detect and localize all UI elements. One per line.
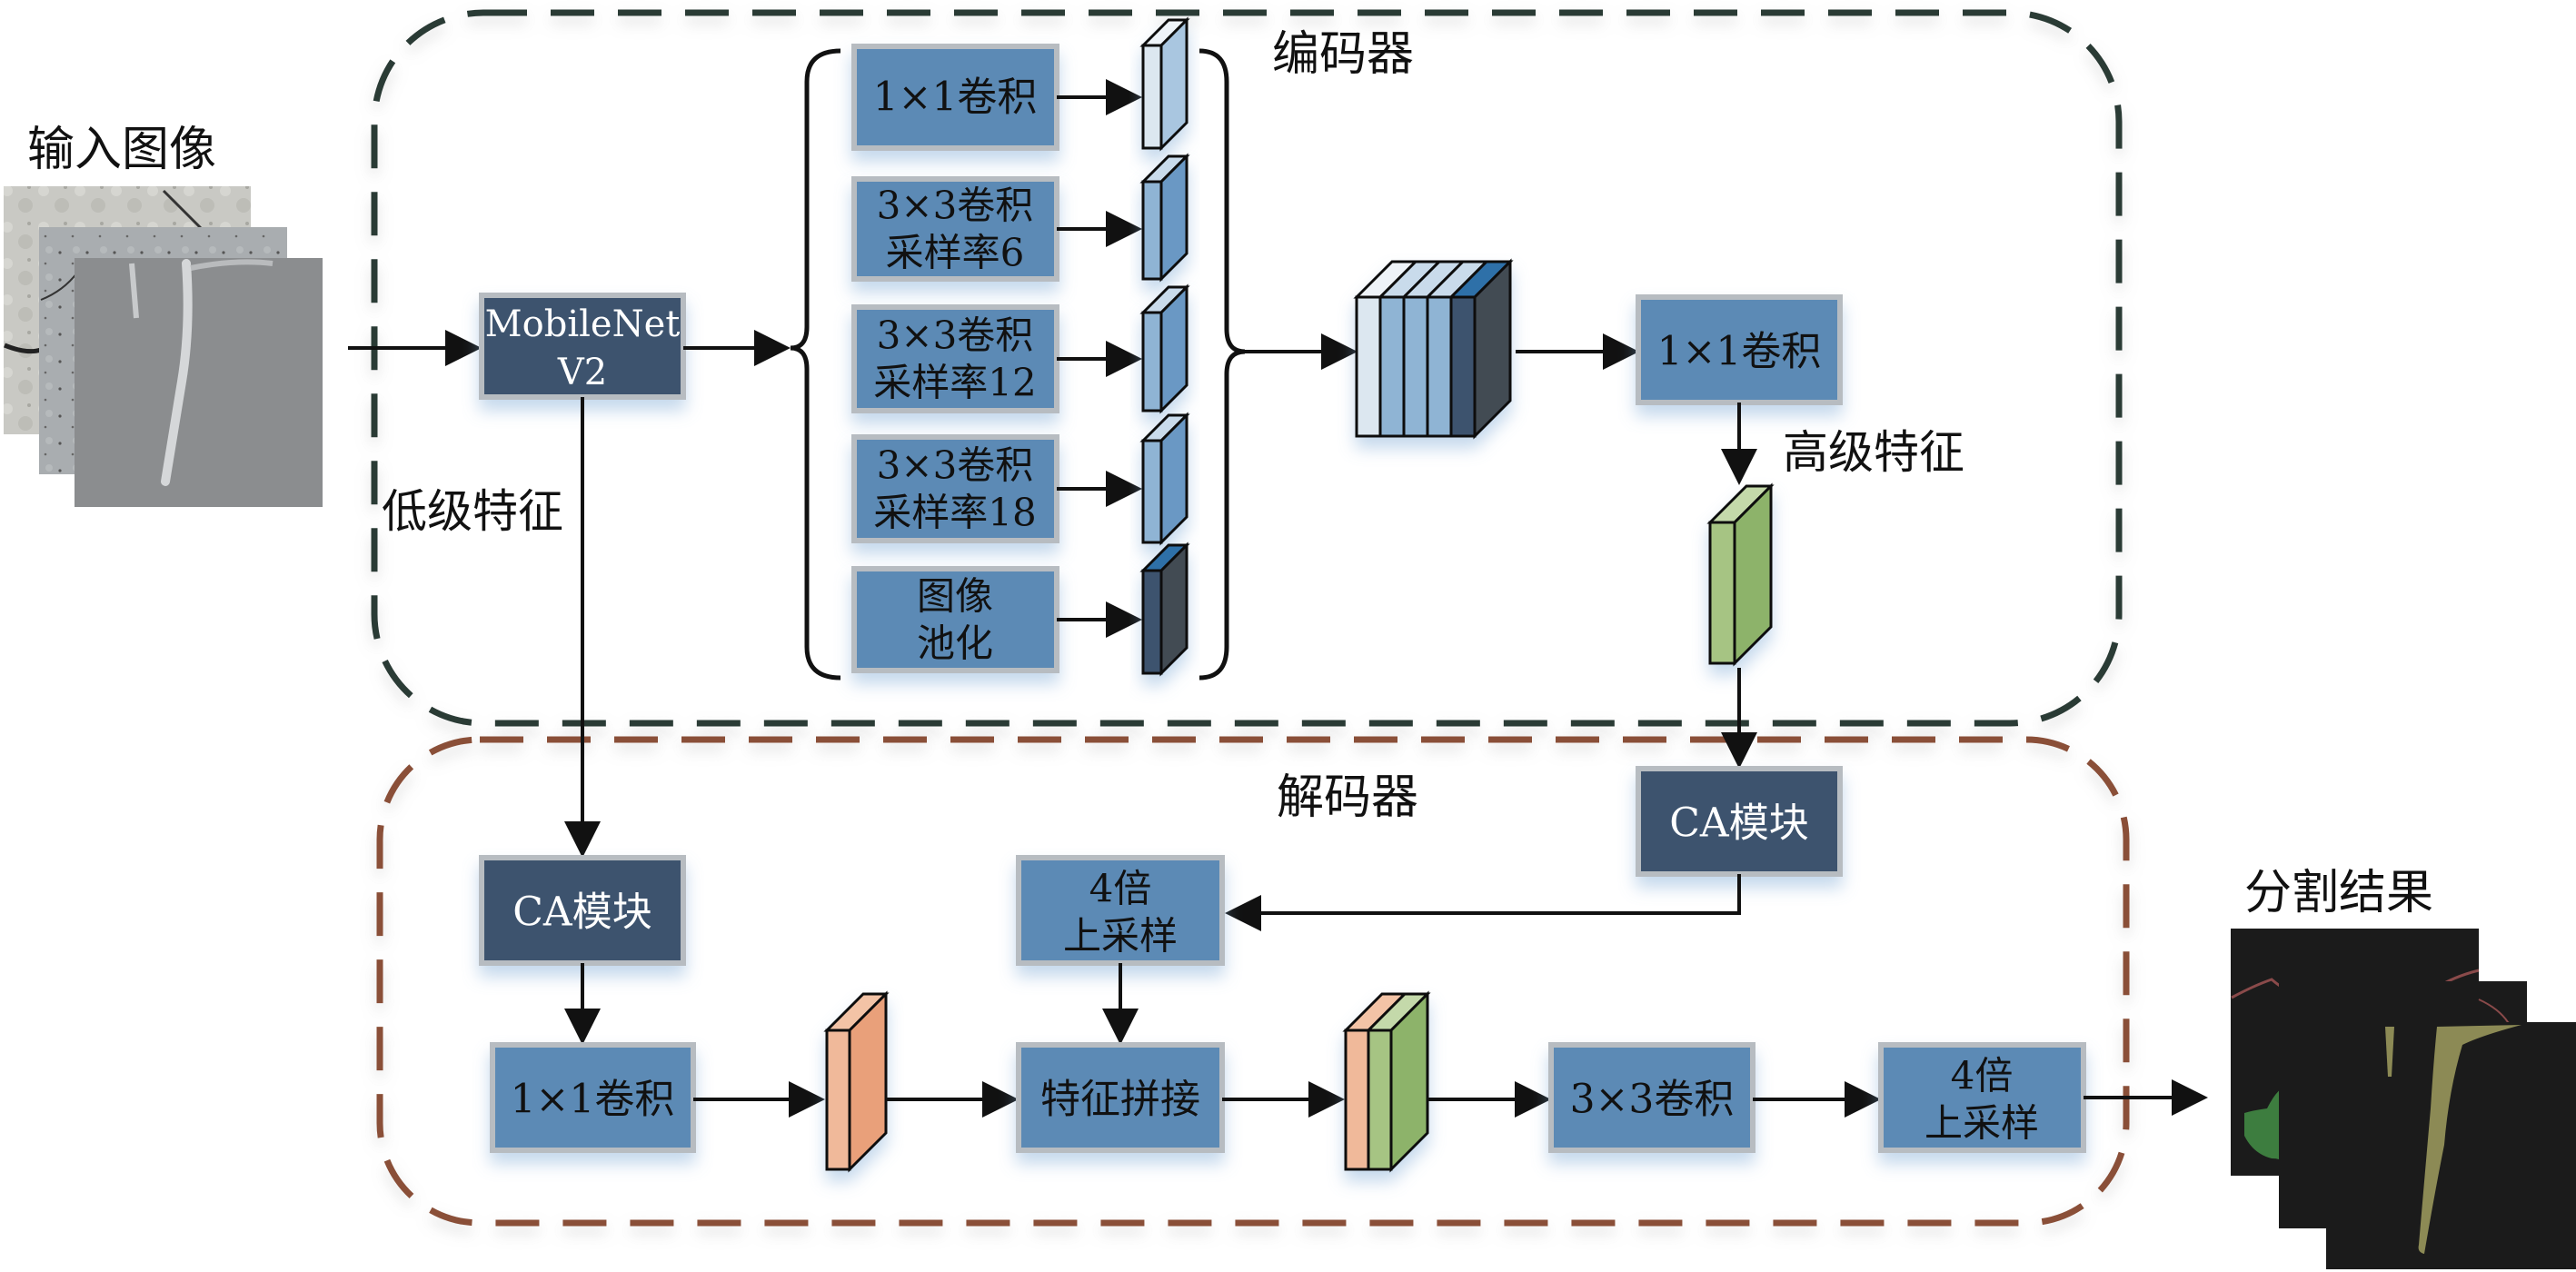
aspp-branch-label-line1: 图像: [917, 574, 993, 619]
aspp-branch-box: [851, 44, 1059, 151]
aspp-branch-label: 1×1卷积: [873, 75, 1038, 121]
output-label: 分割结果: [2244, 866, 2433, 920]
aspp-right-brace: [1198, 48, 1246, 681]
decoder-conv3x3-label: 3×3卷积: [1570, 1077, 1735, 1123]
aspp-branch-label-line1: 3×3卷积: [877, 313, 1034, 358]
merged-feature-slab: [1342, 990, 1431, 1173]
decoder-conv1x1-label: 1×1卷积: [511, 1077, 675, 1123]
upsample2-label-line2: 上采样: [1925, 1101, 2039, 1146]
upsample1-box: [1016, 855, 1225, 966]
aspp-branch-label-line2: 采样率6: [886, 231, 1025, 275]
input-image-stack: [4, 186, 323, 507]
aspp-branch-label-line2: 采样率18: [873, 491, 1036, 535]
aspp-left-brace: [790, 48, 841, 681]
upsample2-label-line1: 4倍: [1951, 1054, 2014, 1098]
concat-slice: [1378, 295, 1406, 438]
encoder-conv1x1-box: [1636, 294, 1843, 405]
aspp-branch-box: [851, 434, 1059, 543]
concat-slice: [1426, 295, 1453, 438]
feature-concat-box: [1016, 1042, 1225, 1153]
concat-slice: [1449, 295, 1477, 438]
aspp-branch-label-line1: 3×3卷积: [877, 443, 1034, 488]
decoder-boundary: [376, 736, 2130, 1227]
decoder-ca-low-label: CA模块: [512, 889, 651, 936]
concat-slice: [1355, 295, 1382, 438]
encoder-conv1x1-label: 1×1卷积: [1657, 329, 1822, 375]
aspp-feature-slab: [1139, 16, 1190, 152]
aspp-feature-slab: [1139, 412, 1190, 546]
low-level-feature-slab: [823, 990, 890, 1173]
concat-slice: [1402, 295, 1429, 438]
high-level-feature-label: 高级特征: [1783, 426, 1964, 479]
aspp-feature-slab: [1139, 283, 1190, 414]
decoder-ca-high-label: CA模块: [1669, 800, 1808, 847]
encoder-concat-block: [1353, 258, 1514, 440]
decoder-conv1x1-box: [490, 1042, 696, 1153]
concat-slice-side: [1473, 258, 1512, 440]
aspp-feature-slab: [1139, 542, 1190, 677]
aspp-branch-label-line2: 池化: [917, 621, 993, 666]
aspp-branch-label-line1: 3×3卷积: [877, 184, 1034, 228]
encoder-boundary: [371, 9, 2123, 727]
ca-to-upsample-arrow: [1225, 874, 1741, 931]
decoder-conv3x3-box: [1548, 1042, 1755, 1153]
upsample1-label-line1: 4倍: [1089, 867, 1152, 911]
high-level-feature-slab: [1706, 482, 1775, 667]
mobilenet-label-line1: MobileNet: [485, 303, 681, 345]
input-label: 输入图像: [27, 123, 216, 177]
low-level-feature-label: 低级特征: [382, 485, 563, 538]
aspp-branch-label-line2: 采样率12: [873, 361, 1036, 405]
output-mask-3: [2326, 1022, 2576, 1269]
aspp-feature-slab: [1139, 153, 1190, 283]
aspp-branch: 1×1卷积: [851, 16, 1190, 152]
upsample1-label-line2: 上采样: [1063, 914, 1178, 959]
mobilenet-label-line2: V2: [557, 352, 607, 393]
decoder-label: 解码器: [1277, 770, 1418, 825]
output-mask-stack: [2231, 929, 2576, 1269]
encoder-label: 编码器: [1272, 27, 1414, 82]
input-image-3: [75, 258, 323, 507]
feature-concat-label: 特征拼接: [1040, 1077, 1200, 1123]
aspp-branch-box: [851, 176, 1059, 282]
